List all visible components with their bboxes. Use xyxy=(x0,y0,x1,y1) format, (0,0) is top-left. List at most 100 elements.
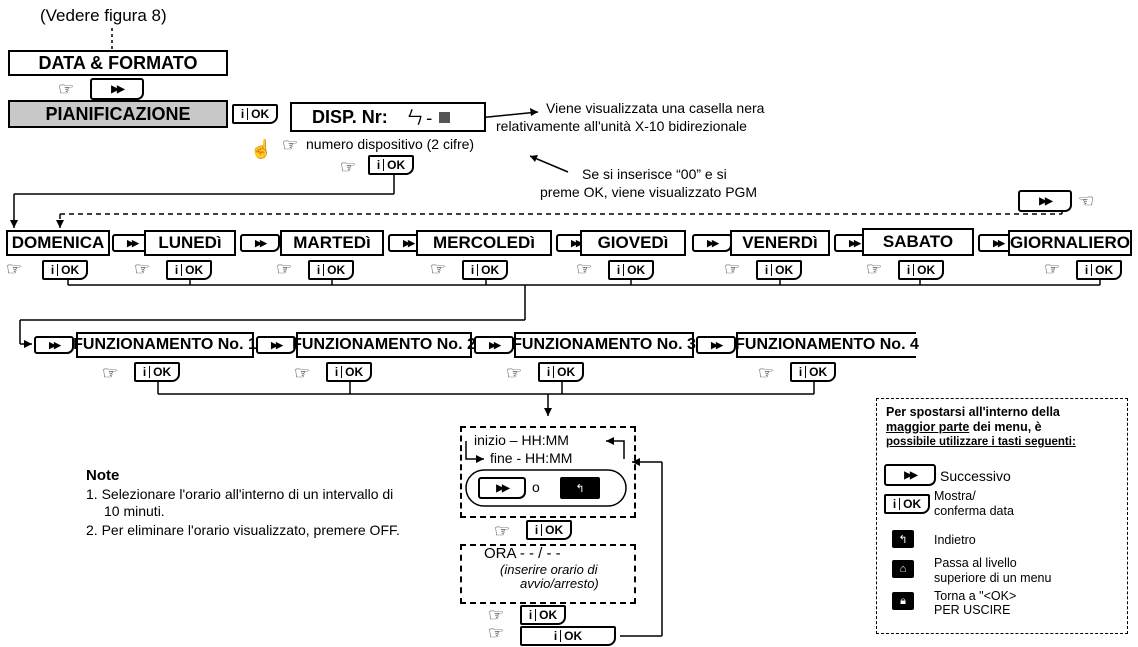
top-note: (Vedere figura 8) xyxy=(40,6,167,25)
fwd-key-icon[interactable]: ▶▶ xyxy=(256,336,296,354)
hand-pointing-icon: ☞ xyxy=(294,363,311,383)
hand-pointing-icon: ☞ xyxy=(494,521,511,541)
legend-show-line2: conferma data xyxy=(934,504,1014,518)
legend-intro-line1: Per spostarsi all'interno della xyxy=(886,405,1060,419)
hand-pointing-icon: ☞ xyxy=(488,623,505,643)
legend-intro-line3: possibile utilizzare i tasti seguenti: xyxy=(886,436,1076,448)
time-setting-box xyxy=(460,426,636,518)
fwd-key-icon[interactable]: ▶▶ xyxy=(474,336,514,354)
day-lunedi[interactable]: LUNEDì xyxy=(144,230,236,256)
note-1-line1: 1. Selezionare l'orario all'interno di u… xyxy=(86,486,394,502)
fwd-key-icon[interactable]: ▶▶ xyxy=(34,336,74,354)
legend-show-line1: Mostra/ xyxy=(934,489,976,503)
day-venerdi[interactable]: VENERDì xyxy=(730,230,830,256)
note-2: 2. Per eliminare l'orario visualizzato, … xyxy=(86,522,400,538)
hand-pointing-icon: ☞ xyxy=(134,259,151,279)
fwd-key-icon[interactable]: ▶▶ xyxy=(478,477,526,499)
hand-pointing-icon: ☞ xyxy=(340,157,357,177)
black-box-indicator xyxy=(438,111,450,123)
fwd-key-icon[interactable]: ▶▶ xyxy=(696,336,736,354)
fwd-key-icon[interactable]: ▶▶ xyxy=(1018,190,1072,212)
day-giovedi[interactable]: GIOVEDì xyxy=(580,230,686,256)
day-mercoledi[interactable]: MERCOLEDì xyxy=(416,230,552,256)
hand-pointing-icon: ☞ xyxy=(102,363,119,383)
disp-nr-box: DISP. Nr: ㄣ- xyxy=(290,102,486,132)
menu-up-icon: ⌂ xyxy=(892,560,914,578)
fwd-key-icon[interactable]: ▶▶ xyxy=(240,234,280,252)
legend-exit-line1: Torna a "<OK> xyxy=(934,589,1017,603)
function-1[interactable]: FUNZIONAMENTO No. 1 xyxy=(73,332,257,358)
disp-digits: ㄣ- xyxy=(405,108,435,129)
ora-box xyxy=(460,544,636,604)
pgm-note-line2: preme OK, viene visualizzato PGM xyxy=(540,184,758,200)
legend-up-line1: Passa al livello xyxy=(934,556,1017,570)
function-2[interactable]: FUNZIONAMENTO No. 2 xyxy=(292,332,476,358)
or-label: o xyxy=(532,479,540,495)
day-giornaliero[interactable]: GIORNALIERO xyxy=(1008,230,1132,256)
hand-pointing-icon: ☞ xyxy=(576,259,593,279)
function-4[interactable]: FUNZIONAMENTO No. 4 xyxy=(735,332,919,358)
menu-data-formato[interactable]: DATA & FORMATO xyxy=(8,50,228,76)
fwd-key-icon[interactable]: ▶▶ xyxy=(692,234,732,252)
hand-pointing-icon: ☞ xyxy=(506,363,523,383)
device-number-note: numero dispositivo (2 cifre) xyxy=(306,136,475,152)
day-domenica[interactable]: DOMENICA xyxy=(6,230,110,256)
black-box-note-line1: Viene visualizzata una casella nera xyxy=(546,100,765,116)
legend-box xyxy=(876,398,1128,634)
legend-next: Successivo xyxy=(940,468,1011,484)
fwd-key-icon[interactable]: ▶▶ xyxy=(90,78,144,100)
back-icon[interactable]: ↰ xyxy=(560,477,600,499)
end-time-label: fine - HH:MM xyxy=(490,450,573,466)
fwd-key-icon: ▶▶ xyxy=(884,464,936,486)
back-icon: ↰ xyxy=(892,530,914,548)
ora-hint-line2: avvio/arresto) xyxy=(520,576,599,591)
black-box-note-line2: relativamente all'unità X-10 bidireziona… xyxy=(496,118,747,134)
pgm-note-line1: Se si inserisce “00” e si xyxy=(582,166,727,182)
hand-pointing-icon: ☞ xyxy=(6,259,23,279)
disp-nr-label: DISP. Nr: xyxy=(312,106,388,127)
lock-icon: 🔒︎ xyxy=(892,592,914,610)
start-time-label: inizio – HH:MM xyxy=(474,432,569,448)
hand-press-icon: ☝ xyxy=(250,139,273,159)
ora-hint-line1: (inserire orario di xyxy=(500,562,598,577)
legend-back: Indietro xyxy=(934,533,976,547)
hand-pointing-icon: ☞ xyxy=(1044,259,1061,279)
hand-pointing-icon: ☞ xyxy=(758,363,775,383)
note-1-line2: 10 minuti. xyxy=(104,503,165,519)
function-3[interactable]: FUNZIONAMENTO No. 3 xyxy=(512,332,696,358)
legend-up-line2: superiore di un menu xyxy=(934,571,1052,585)
legend-exit-line2: PER USCIRE xyxy=(934,603,1011,617)
hand-pointing-icon: ☞ xyxy=(724,259,741,279)
hand-pointing-icon: ☞ xyxy=(488,605,505,625)
day-martedi[interactable]: MARTEDì xyxy=(280,230,384,256)
notes-title: Note xyxy=(86,467,120,484)
hand-pointing-icon: ☞ xyxy=(866,259,883,279)
menu-pianificazione[interactable]: PIANIFICAZIONE xyxy=(8,100,228,128)
hand-pointing-icon: ☞ xyxy=(58,79,75,99)
legend-intro-line2: maggior parte dei menu, è xyxy=(886,420,1042,434)
hand-pointing-icon: ☞ xyxy=(282,135,299,155)
day-sabato[interactable]: SABATO xyxy=(862,228,974,256)
hand-pointing-icon: ☞ xyxy=(276,259,293,279)
ora-label: ORA - - / - - xyxy=(484,545,561,562)
hand-pointing-icon: ☞ xyxy=(430,259,447,279)
hand-pointing-icon: ☞ xyxy=(1078,191,1095,211)
